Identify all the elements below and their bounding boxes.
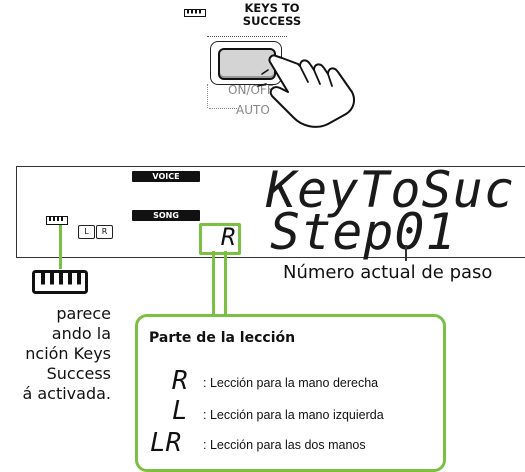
- lesson-symbol: L: [172, 396, 188, 426]
- keyboard-icon: [32, 270, 88, 294]
- label-line-2: SUCCESS: [242, 14, 302, 28]
- lcd-line-2: Step01: [270, 203, 457, 261]
- lesson-item-both: : Lección para las dos manos: [203, 438, 366, 452]
- lcd-display: [16, 166, 525, 258]
- dotted-bracket-bottom: [209, 108, 237, 109]
- lesson-symbol: R: [172, 366, 188, 396]
- lcd-part-char: R: [221, 223, 236, 251]
- lesson-title: Parte de la lección: [149, 330, 296, 346]
- lesson-symbol: LR: [150, 428, 182, 458]
- lesson-part-box: [135, 314, 446, 472]
- lcd-line-1: KeyToSuc: [266, 161, 515, 219]
- auto-label: AUTO: [236, 103, 270, 117]
- right-hand-chip: R: [96, 225, 113, 239]
- left-text-line: nción Keys: [25, 344, 111, 363]
- keys-to-success-label: KEYS TO SUCCESS: [222, 2, 322, 28]
- left-text-line: á activada.: [22, 384, 111, 403]
- keyboard-callout-line: [59, 225, 62, 269]
- label-line-1: KEYS TO: [244, 1, 300, 15]
- pressing-hand-icon: [257, 54, 355, 128]
- left-hand-chip: L: [78, 225, 95, 239]
- keyboard-icon: [46, 216, 68, 225]
- left-description: parece ando la nción Keys Success á acti…: [22, 304, 111, 404]
- step-number-label: Número actual de paso: [283, 262, 493, 283]
- lesson-item-left: : Lección para la mano izquierda: [203, 408, 384, 422]
- dotted-divider: [207, 36, 287, 37]
- part-callout-line-left: [212, 251, 215, 315]
- keyboard-icon: [184, 9, 206, 17]
- step-number-pointer: [405, 245, 407, 261]
- left-text-line: ando la: [51, 324, 111, 343]
- dotted-bracket: [207, 84, 208, 108]
- part-callout-line-right: [224, 251, 227, 315]
- part-highlight-box: [199, 223, 241, 255]
- left-text-line: Success: [46, 364, 111, 383]
- left-text-line: parece: [56, 304, 111, 323]
- song-tag: SONG: [132, 210, 200, 221]
- voice-tag: VOICE: [132, 171, 200, 182]
- onoff-label: ON/OFF: [228, 83, 274, 97]
- lesson-item-right: : Lección para la mano derecha: [203, 376, 379, 390]
